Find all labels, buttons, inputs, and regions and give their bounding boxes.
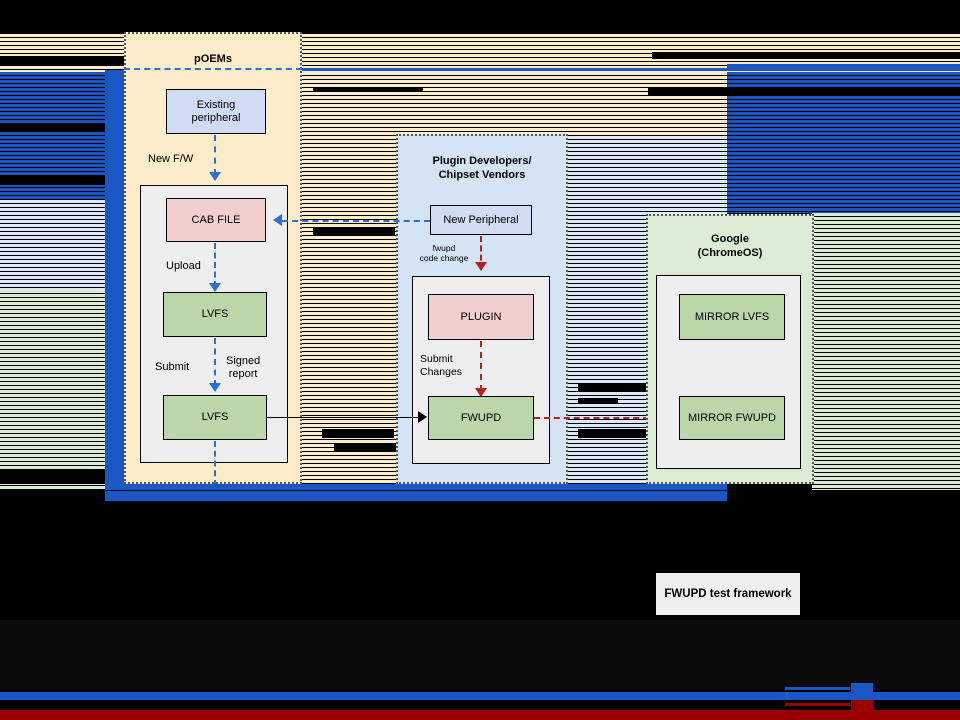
- edge-label-fwupd-code-change: fwupd code change: [419, 243, 469, 263]
- smear-blob-8: [322, 429, 394, 438]
- node-lvfs-upload[interactable]: LVFS: [163, 292, 267, 337]
- node-fwupd[interactable]: FWUPD: [428, 396, 534, 440]
- group-poems-title: pOEMs: [194, 53, 232, 65]
- scanline-band-green-left: [0, 290, 105, 490]
- smear-blob-4: [313, 228, 395, 236]
- edge-new-peripheral-to-cab-arrowhead: [273, 214, 282, 226]
- edge-lvfs-to-fwupd: [267, 417, 419, 418]
- edge-new-peripheral-to-plugin-arrowhead: [475, 262, 487, 271]
- smear-blob-1: [652, 52, 960, 59]
- node-new-peripheral[interactable]: New Peripheral: [430, 205, 532, 235]
- smear-blob-13: [0, 124, 105, 131]
- edge-plugin-to-fwupd-arrowhead: [475, 388, 487, 397]
- edge-lvfs-submit-arrowhead: [209, 383, 221, 392]
- smear-blob-3: [313, 88, 423, 92]
- glitch-bar-lower-1: [105, 484, 727, 490]
- node-mirror-lvfs-label: MIRROR LVFS: [694, 310, 770, 323]
- edge-label-new-fw: New F/W: [148, 153, 194, 165]
- smear-blob-11: [0, 56, 200, 66]
- edge-existing-to-cab: [214, 135, 216, 175]
- node-mirror-lvfs[interactable]: MIRROR LVFS: [679, 294, 785, 340]
- edge-new-peripheral-to-cab: [282, 220, 430, 222]
- edge-label-submit: Submit: [155, 361, 190, 373]
- group-google-title: Google (ChromeOS): [697, 233, 763, 259]
- node-cab-file[interactable]: CAB FILE: [166, 198, 266, 242]
- smear-blob-5: [578, 383, 647, 392]
- scanline-band-green-right: [812, 213, 960, 490]
- node-mirror-fwupd[interactable]: MIRROR FWUPD: [679, 396, 785, 440]
- node-existing-peripheral-label: Existing peripheral: [191, 98, 241, 124]
- edge-label-submit-changes: Submit Changes: [420, 353, 463, 378]
- group-plugin-title: Plugin Developers/ Chipset Vendors: [432, 155, 532, 181]
- smear-blob-10: [0, 28, 200, 34]
- edge-new-peripheral-to-plugin: [480, 236, 482, 270]
- glitch-column-left: [105, 70, 125, 490]
- node-plugin[interactable]: PLUGIN: [428, 294, 534, 340]
- smear-blob-2: [648, 88, 960, 96]
- poems-divider-dashed-smear: [302, 68, 960, 71]
- node-new-peripheral-label: New Peripheral: [443, 213, 519, 226]
- edge-existing-to-cab-arrowhead: [209, 172, 221, 181]
- edge-label-signed-report: Signed report: [226, 355, 261, 380]
- node-lvfs-submit-label: LVFS: [201, 411, 229, 423]
- node-mirror-fwupd-label: MIRROR FWUPD: [688, 411, 776, 424]
- bottom-glitch-blue-long: [0, 692, 960, 700]
- glitch-bar-lower-3: [0, 470, 105, 484]
- scanline-band-blue-left: [0, 200, 105, 290]
- smear-blob-12: [0, 176, 105, 185]
- node-fwupd-test-framework[interactable]: FWUPD test framework: [656, 573, 800, 615]
- bottom-glitch-dark-strip: [0, 620, 960, 690]
- node-fwupd-test-framework-label: FWUPD test framework: [664, 587, 792, 600]
- glitch-bar-right-a: [727, 64, 960, 71]
- smear-blob-6: [578, 398, 618, 404]
- bottom-glitch-blue-small-1: [785, 687, 850, 690]
- edge-plugin-to-fwupd: [480, 341, 482, 391]
- node-existing-peripheral[interactable]: Existing peripheral: [166, 89, 266, 134]
- smear-blob-7: [578, 429, 647, 438]
- smear-blob-9: [334, 444, 396, 452]
- node-lvfs-upload-label: LVFS: [201, 308, 229, 320]
- node-lvfs-submit[interactable]: LVFS: [163, 395, 267, 440]
- edge-fwupd-to-mirror-fwupd: [534, 417, 669, 419]
- edge-lvfs-to-fwupd-arrowhead: [418, 411, 427, 423]
- node-cab-file-label: CAB FILE: [191, 213, 241, 226]
- poems-divider-dashed: [124, 68, 302, 70]
- edge-cab-to-lvfs-arrowhead: [209, 283, 221, 292]
- node-fwupd-label: FWUPD: [460, 411, 502, 424]
- edge-cab-to-lvfs-upload: [214, 243, 216, 287]
- edge-lvfs-upload-to-submit: [214, 338, 216, 386]
- bottom-glitch-red-long: [0, 710, 960, 720]
- glitch-bar-lower-2: [105, 491, 727, 501]
- edge-lvfs-submit-down-tail: [214, 441, 216, 486]
- node-plugin-label: PLUGIN: [460, 310, 502, 323]
- bottom-glitch-red-small-1: [785, 703, 850, 706]
- edge-label-upload: Upload: [166, 260, 201, 272]
